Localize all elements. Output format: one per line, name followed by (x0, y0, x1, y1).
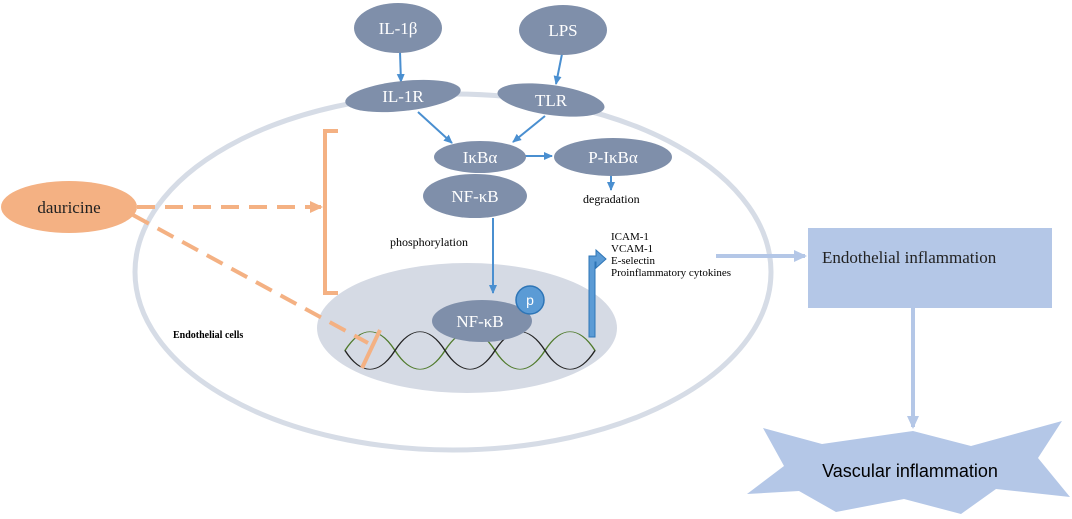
tlr-label: TLR (535, 91, 568, 110)
vascular-inflammation-label: Vascular inflammation (822, 461, 998, 481)
dauricine-inhibit-arrow-lower (132, 213, 369, 345)
lps-label: LPS (548, 21, 577, 40)
degradation-label: degradation (583, 192, 640, 206)
p-ikba-node (554, 138, 672, 176)
gene-product-2: VCAM-1 (611, 243, 653, 255)
gene-product-1: ICAM-1 (611, 231, 649, 243)
nuclear-nfkb-node (432, 300, 532, 342)
nfkb-label: NF-κB (451, 187, 498, 206)
inhibition-bracket (323, 129, 338, 295)
nfkb-node (423, 174, 527, 218)
phosphorylation-label: phosphorylation (390, 235, 468, 249)
arrow-lps-to-tlr (553, 53, 563, 85)
nuclear-nfkb-label: NF-κB (456, 312, 503, 331)
phospho-badge (515, 285, 545, 315)
dauricine-label: dauricine (37, 198, 100, 217)
ikba-label: IκBα (463, 148, 498, 167)
dna-strand-black (344, 331, 596, 370)
phospho-badge-label: p (526, 292, 534, 308)
il1b-node (354, 3, 442, 53)
il1b-label: IL-1β (379, 19, 418, 38)
ikba-node (434, 141, 526, 173)
lps-node (519, 5, 607, 55)
cell-label: Endothelial cells (173, 330, 243, 341)
gene-product-3: E-selectin (611, 255, 655, 267)
endothelial-inflammation-box (808, 228, 1052, 308)
transcription-arrow (588, 248, 607, 338)
dna-inhibition-bar (360, 329, 382, 369)
tlr-node (497, 83, 605, 117)
endothelial-inflammation-label: Endothelial inflammation (822, 248, 997, 267)
il1r-node (345, 79, 461, 113)
arrow-il1r-to-ikba (417, 111, 453, 144)
arrow-tlr-to-ikba (512, 115, 546, 143)
vascular-inflammation-burst (747, 421, 1070, 514)
arrow-il1b-to-il1r (396, 51, 405, 83)
p-ikba-label: P-IκBα (588, 148, 638, 167)
il1r-label: IL-1R (382, 87, 424, 106)
gene-product-4: Proinflammatory cytokines (611, 267, 731, 279)
dauricine-node (1, 181, 137, 233)
